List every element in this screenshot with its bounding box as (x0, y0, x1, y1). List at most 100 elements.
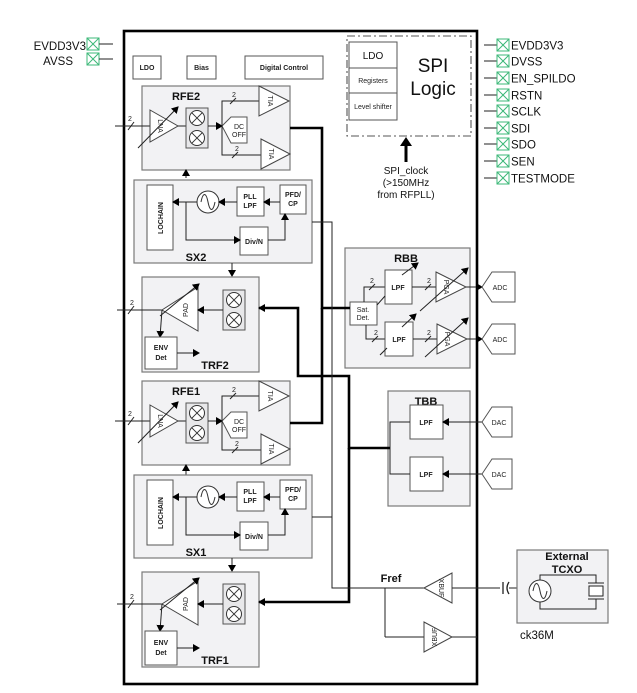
tia-amplifier (258, 85, 291, 117)
trf1-title: TRF1 (201, 655, 229, 667)
pin-label: RSTN (511, 91, 542, 103)
pin-label: EN_SPILDO (511, 74, 576, 86)
spi-title-line2: Logic (410, 79, 455, 100)
bias-label: Bias (194, 65, 209, 72)
pin-label: TESTMODE (511, 174, 575, 186)
tcxo-frequency-label: ck36M (520, 630, 554, 642)
sx2-title: SX2 (186, 252, 207, 264)
div-n-label: Div/N (245, 239, 263, 246)
left-pin-list: EVDD3V3 AVSS (34, 37, 113, 68)
lpf-block (409, 456, 444, 492)
pga-label: PGA (442, 280, 449, 295)
adc-block (481, 323, 516, 355)
signal-wiring (258, 126, 424, 638)
fref-section: Fref XBUF XBUF (381, 572, 500, 653)
det-label: Det. (357, 315, 370, 322)
pin-label: SCLK (511, 107, 541, 119)
spi-clock-label: SPI_clock (384, 166, 429, 177)
pin-label: SEN (511, 157, 535, 169)
pin-pad-icon (496, 54, 510, 68)
spi-ldo-label: LDO (363, 51, 384, 62)
rbb-title: RBB (394, 253, 418, 265)
left-pin: EVDD3V3 (34, 37, 113, 53)
right-pin: SCLK (484, 104, 541, 119)
bus-width-label: 2 (235, 146, 239, 153)
tia-label: TIA (267, 444, 274, 455)
rfe2-block: RFE2 2 LNA DC OFF 2 2 TIA TIA (115, 85, 292, 171)
top-blocks: LDO Bias Digital Control (132, 55, 324, 80)
env-label: ENV (154, 640, 169, 647)
bus-width-label: 2 (232, 387, 236, 394)
pad-label: PAD (183, 597, 190, 611)
digital-control-block (244, 55, 324, 80)
tia-amplifier (258, 380, 291, 412)
dac-block (481, 406, 513, 438)
off-label: OFF (232, 132, 246, 139)
xbuf-label: XBUF (432, 628, 439, 647)
pga-amplifier (435, 271, 468, 303)
lpf-label: LPF (419, 472, 433, 479)
sat-label: Sat. (357, 307, 370, 314)
env-label: ENV (154, 345, 169, 352)
pfd-cp-block (279, 479, 307, 510)
pga-amplifier (436, 323, 469, 355)
spi-logic-block: LDO Registers Level shifter SPI Logic SP… (346, 35, 472, 201)
pin-pad-icon (496, 137, 510, 151)
bus-width-label: 2 (374, 330, 378, 337)
chip-outline (122, 29, 479, 686)
vco-icon (196, 485, 220, 509)
dac-block (481, 458, 513, 490)
ldo-label: LDO (140, 65, 155, 72)
cp-label: CP (288, 496, 298, 503)
ldo-block (132, 55, 162, 80)
tia-label: TIA (266, 96, 273, 107)
pin-label: EVDD3V3 (511, 41, 563, 53)
pin-label: AVSS (43, 56, 73, 68)
det-label: Det (155, 650, 167, 657)
pin-pad-icon (496, 121, 510, 135)
lpf-label: LPF (419, 420, 433, 427)
dc-label: DC (234, 419, 244, 426)
rfe1-title: RFE1 (172, 386, 200, 398)
dc-offset-block (221, 116, 248, 144)
pin-pad-icon (496, 104, 510, 118)
pll-lpf-block (236, 186, 265, 217)
dc-label: DC (234, 124, 244, 131)
div-n-block (239, 521, 269, 551)
trf2-block: TRF2 2 PAD ENV Det (117, 276, 260, 373)
trf2-title: TRF2 (201, 360, 229, 372)
spi-clock-freq: (>150MHz (383, 178, 429, 189)
lna-amplifier (149, 404, 180, 438)
lochain-label: LOCHAIN (158, 497, 165, 529)
sx1-title: SX1 (186, 547, 207, 559)
adc-list: ADC ADC (466, 271, 516, 355)
spi-registers-label: Registers (358, 78, 388, 85)
pfd-cp-block (279, 184, 307, 215)
pll-label: PLL (243, 489, 257, 496)
rbb-block: RBB Sat. Det. 2 2 LPF LPF 2 2 PGA PGA (344, 247, 471, 369)
right-pin: EN_SPILDO (484, 71, 576, 86)
bus-width-label: 2 (427, 278, 431, 285)
pfd-label: PFD/ (285, 487, 301, 494)
right-pin: SEN (484, 154, 535, 169)
pin-pad-icon (496, 88, 510, 102)
sx2-block: SX2 LOCHAIN PLL LPF PFD/ CP Div/N (133, 179, 313, 264)
pin-pad-icon (496, 171, 510, 185)
tia-label: TIA (266, 391, 273, 402)
pin-label: SDI (511, 124, 530, 136)
pin-pad-icon (86, 37, 100, 51)
bus-width-label: 2 (130, 594, 134, 601)
bus-width-label: 2 (130, 300, 134, 307)
lochain-label: LOCHAIN (158, 202, 165, 234)
rfe2-title: RFE2 (172, 91, 200, 103)
pin-pad-icon (496, 71, 510, 85)
lpf-label: LPF (243, 498, 257, 505)
pll-label: PLL (243, 194, 257, 201)
right-pin: EVDD3V3 (484, 38, 563, 53)
right-pin: RSTN (484, 88, 542, 103)
external-tcxo: External TCXO ck36M (502, 549, 609, 642)
pad-label: PAD (183, 303, 190, 317)
lpf-label: LPF (243, 203, 257, 210)
bus-width-label: 2 (427, 330, 431, 337)
bus-width-label: 2 (370, 278, 374, 285)
